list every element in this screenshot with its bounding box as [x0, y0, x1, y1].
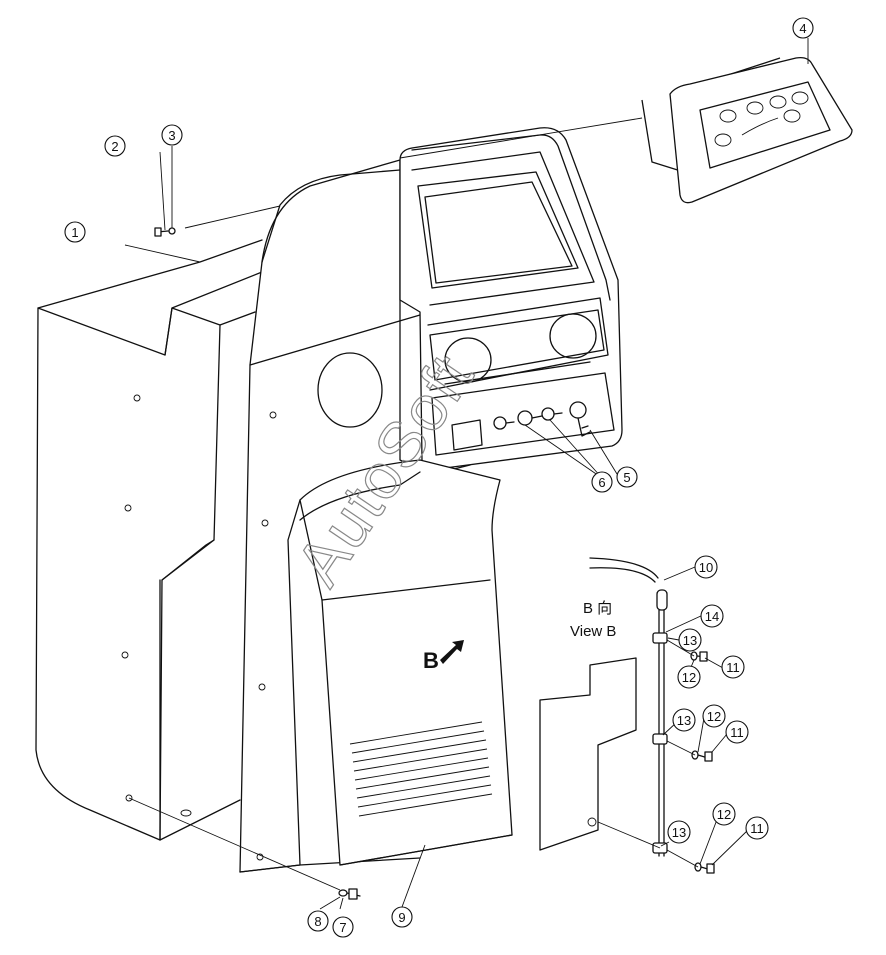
view-b-marker: B: [423, 648, 439, 673]
callout-label: 10: [699, 560, 713, 575]
callout-label: 13: [683, 633, 697, 648]
callout-label: 4: [799, 21, 806, 36]
callout-7: 7: [332, 916, 354, 938]
callout-label: 6: [598, 475, 605, 490]
callout-13: 13: [667, 820, 691, 844]
callout-11: 11: [725, 720, 749, 744]
bottom-screw: [338, 888, 361, 900]
callout-4: 4: [792, 17, 814, 39]
callout-11: 11: [721, 655, 745, 679]
callout-2: 2: [104, 135, 126, 157]
callout-9: 9: [391, 906, 413, 928]
callout-label: 13: [672, 825, 686, 840]
instrument-housing: [399, 127, 623, 471]
instrument-panel: [641, 56, 853, 204]
callout-label: 12: [707, 709, 721, 724]
front-lower-panel: B: [299, 459, 513, 866]
view-b-detail: B 向 View B: [539, 557, 749, 874]
callout-5: 5: [616, 466, 638, 488]
callout-label: 12: [717, 807, 731, 822]
callout-10: 10: [694, 555, 718, 579]
callout-12: 12: [677, 665, 701, 689]
callout-label: 12: [682, 670, 696, 685]
callout-label: 7: [339, 920, 346, 935]
callout-14: 14: [700, 604, 724, 628]
callout-label: 11: [726, 660, 740, 675]
callout-label: 1: [71, 225, 78, 240]
callout-11: 11: [745, 816, 769, 840]
callout-12: 12: [702, 704, 726, 728]
callout-label: 5: [623, 470, 630, 485]
callout-8: 8: [307, 910, 329, 932]
callout-12: 12: [712, 802, 736, 826]
callout-label: 8: [314, 914, 321, 929]
vent-slots: [349, 721, 493, 817]
view-b-title-cn: B 向: [583, 600, 612, 617]
callout-label: 13: [677, 713, 691, 728]
callout-label: 9: [398, 910, 405, 925]
callout-label: 2: [111, 139, 118, 154]
callout-label: 14: [705, 609, 719, 624]
callout-13: 13: [672, 708, 696, 732]
side-panel: [35, 239, 263, 841]
callout-1: 1: [64, 221, 86, 243]
callout-label: 3: [168, 128, 175, 143]
leader-lines: [124, 38, 809, 910]
callout-3: 3: [161, 124, 183, 146]
callout-6: 6: [591, 471, 613, 493]
view-b-arrow-icon: [440, 640, 464, 664]
callout-label: 11: [730, 725, 744, 740]
view-b-title-en: View B: [570, 623, 616, 640]
callout-label: 11: [750, 821, 764, 836]
callout-13: 13: [678, 628, 702, 652]
